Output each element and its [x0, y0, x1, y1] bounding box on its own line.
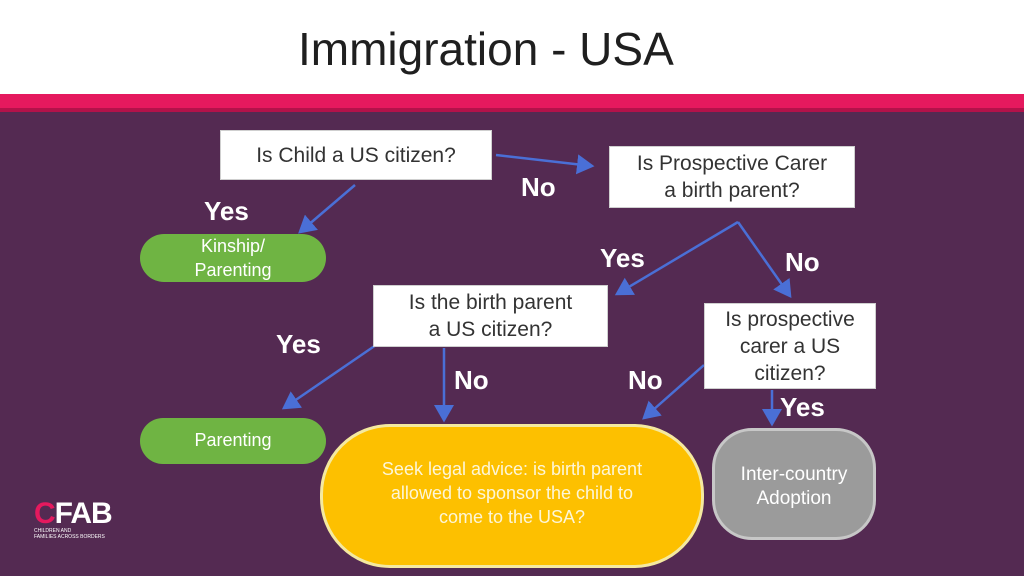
arrow-carer-citizen-no	[642, 364, 705, 420]
edge-label-no: No	[521, 172, 556, 202]
edge-label-no: No	[628, 365, 663, 395]
arrow-citizen-to-birth-parent	[495, 153, 595, 175]
arrow-citizen-to-kinship	[298, 184, 356, 234]
arrow-parent-citizen-yes	[281, 343, 377, 410]
edge-label-yes: Yes	[780, 392, 825, 422]
edge-label-yes: Yes	[600, 243, 645, 273]
edge-label-yes: Yes	[204, 196, 249, 226]
edge-label-no: No	[454, 365, 489, 395]
question-child-us-citizen: Is Child a US citizen?	[220, 130, 492, 180]
header-divider-band	[0, 94, 1024, 112]
logo-tagline-line1: CHILDREN AND	[34, 528, 72, 534]
question-carer-us-citizen: Is prospective carer a US citizen?	[704, 303, 876, 389]
cfab-logo: CFAB CHILDREN AND FAMILIES ACROSS BORDER…	[34, 497, 144, 540]
edge-label-yes: Yes	[276, 329, 321, 359]
page-title: Immigration - USA	[298, 23, 674, 75]
question-birth-parent-us-citizen: Is the birth parent a US citizen?	[373, 285, 608, 347]
question-carer-birth-parent: Is Prospective Carer a birth parent?	[609, 146, 855, 208]
outcome-kinship-parenting: Kinship/ Parenting	[140, 234, 326, 282]
arrow-birth-parent-yes	[614, 220, 739, 296]
logo-tagline-line2: FAMILIES ACROSS BORDERS	[34, 534, 105, 540]
arrow-birth-parent-no	[736, 221, 792, 299]
header-divider-shade	[0, 108, 1024, 112]
outcome-seek-legal-advice: Seek legal advice: is birth parent allow…	[320, 424, 704, 568]
outcome-parenting: Parenting	[140, 418, 326, 464]
outcome-intercountry-adoption: Inter-country Adoption	[712, 428, 876, 540]
edge-label-no: No	[785, 247, 820, 277]
logo-wordmark: CFAB	[34, 497, 113, 530]
